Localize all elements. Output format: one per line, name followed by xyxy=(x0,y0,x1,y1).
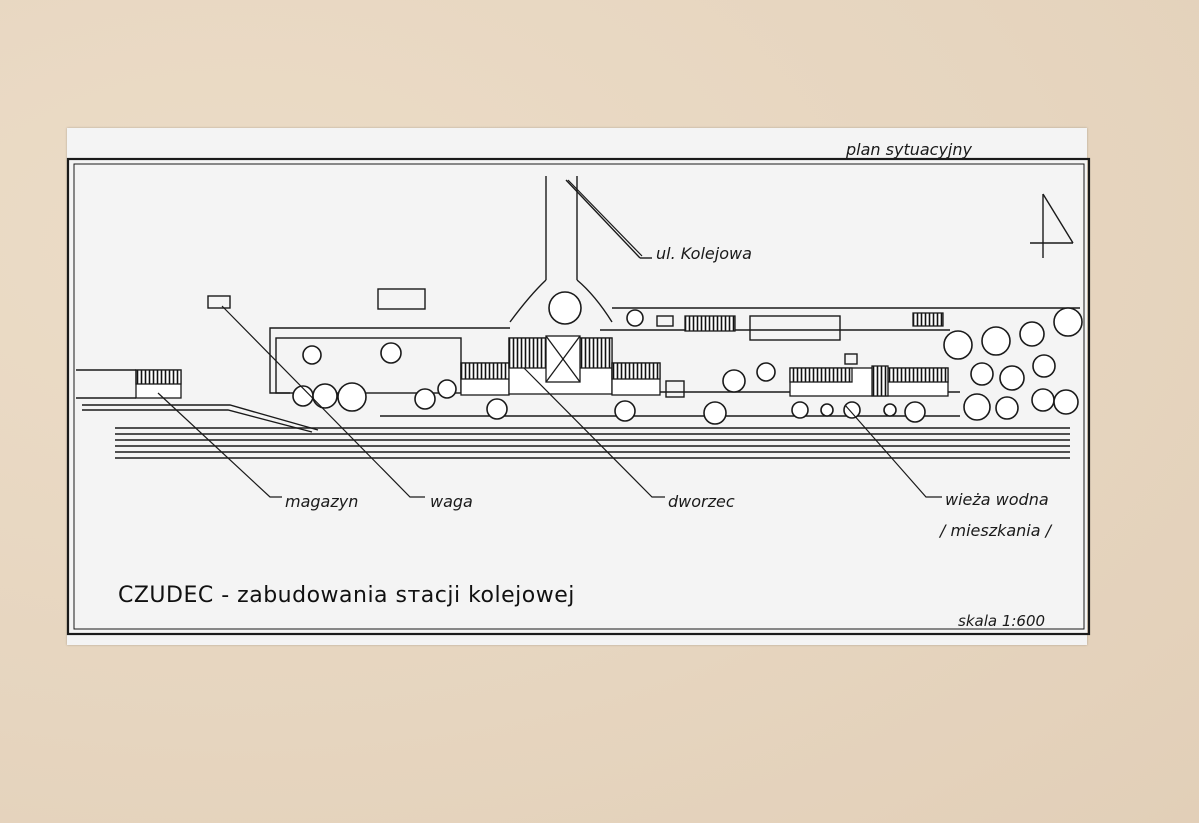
warehouse-roof xyxy=(135,369,182,385)
water-tower-sublabel: / mieszkania / xyxy=(940,521,1052,540)
outbuilding xyxy=(377,288,426,310)
leader-magazyn xyxy=(157,392,282,498)
leader-dworzec xyxy=(523,367,665,498)
street-kolejowa xyxy=(509,176,652,323)
house-right xyxy=(912,312,944,327)
scale-house-label: waga xyxy=(430,492,473,511)
warehouse-label: magazyn xyxy=(285,492,359,511)
station-roof xyxy=(460,362,510,380)
frame-outer xyxy=(66,157,1091,636)
scale-house-building xyxy=(207,295,231,309)
garden-plot xyxy=(275,337,462,394)
outbuilding-small xyxy=(656,315,674,327)
building-roof xyxy=(789,367,853,383)
siding-track xyxy=(82,404,319,431)
water-tower-label: wieża wodna xyxy=(945,490,1049,509)
street-label: ul. Kolejowa xyxy=(656,244,752,263)
station-roof xyxy=(611,362,661,380)
building-roof xyxy=(884,367,949,383)
scale-label: skala 1:600 xyxy=(958,612,1046,630)
trees xyxy=(292,291,1083,425)
leader-waga xyxy=(221,305,425,498)
frame-inner xyxy=(73,163,1085,630)
leader-street xyxy=(567,179,643,257)
shed-north xyxy=(684,315,736,332)
drawing-title: CZUDEC - zabudowania sтacji kolejowej xyxy=(118,583,575,608)
storage-shed xyxy=(749,315,841,341)
north-arrow-icon xyxy=(1030,193,1074,258)
siding-track xyxy=(82,409,313,433)
railway-tracks xyxy=(115,427,1070,459)
leader-wieza xyxy=(844,404,942,498)
plan-label: plan sytuacyjny xyxy=(846,140,972,159)
shed-small xyxy=(844,353,858,365)
shed-small xyxy=(665,380,685,398)
water-tower xyxy=(871,365,889,397)
station-label: dworzec xyxy=(668,492,735,511)
